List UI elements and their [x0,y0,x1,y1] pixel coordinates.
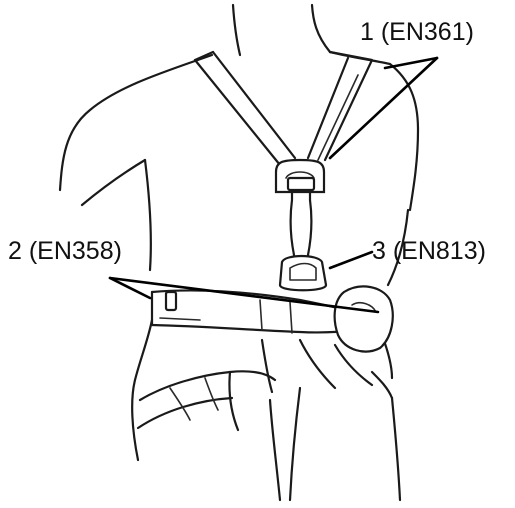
chest-buckle [276,160,324,192]
body-outline [60,5,418,460]
leader-3 [330,252,372,268]
leg-loops [138,340,400,500]
label-chest-strap: 1 (EN361) [360,18,474,46]
hip-pad [335,286,393,351]
chest-strap-harness [195,52,372,165]
label-front-loop: 3 (EN813) [372,237,486,265]
leader-lines [110,58,437,312]
front-attachment-loop [280,256,326,290]
leader-1b [330,58,437,158]
label-belt: 2 (EN358) [8,237,122,265]
leader-2b [110,278,378,312]
sternal-strap [291,192,312,255]
